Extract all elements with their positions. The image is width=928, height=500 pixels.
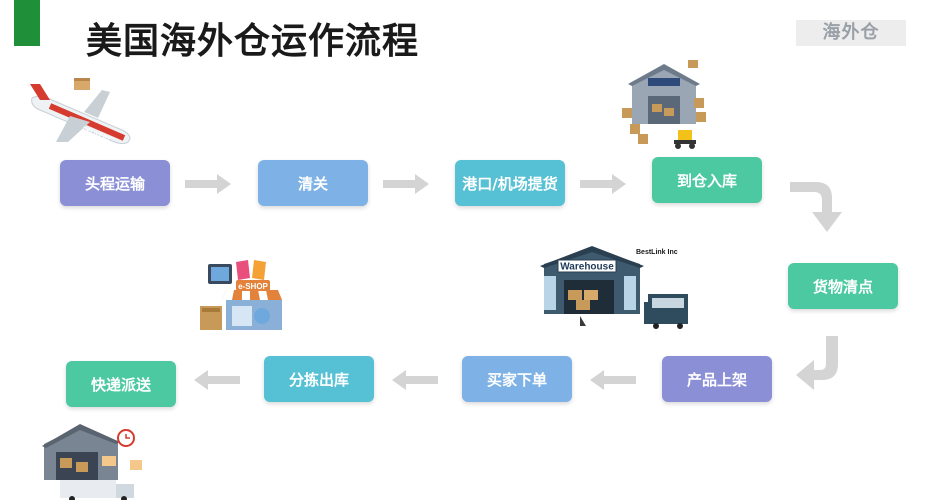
right-arrow-icon bbox=[383, 174, 429, 194]
step-goods-count: 货物清点 bbox=[788, 263, 898, 309]
step-label: 清关 bbox=[297, 174, 328, 193]
bestlink-warehouse-icon: BestLink Inc Warehouse bbox=[540, 246, 688, 329]
step-sorting-outbound: 分拣出库 bbox=[264, 356, 374, 402]
step-port-airport-pickup: 港口/机场提货 bbox=[455, 160, 565, 206]
warehouse-sign-text: Warehouse bbox=[560, 262, 614, 273]
step-label: 到仓入库 bbox=[676, 171, 737, 190]
left-arrow-icon bbox=[194, 370, 240, 390]
step-express-delivery: 快递派送 bbox=[66, 361, 176, 407]
step-label: 产品上架 bbox=[686, 370, 747, 389]
step-buyer-order: 买家下单 bbox=[462, 356, 572, 402]
left-arrow-icon bbox=[590, 370, 636, 390]
bestlink-label: BestLink Inc bbox=[636, 249, 678, 256]
left-arrow-icon bbox=[392, 370, 438, 390]
step-label: 港口/机场提货 bbox=[462, 174, 558, 193]
right-arrow-icon bbox=[580, 174, 626, 194]
step-label: 分拣出库 bbox=[288, 370, 349, 389]
airplane-icon: DELIVERY bbox=[30, 78, 131, 145]
curved-down-left-arrow-icon bbox=[796, 336, 838, 390]
delivery-truck-icon bbox=[42, 424, 142, 500]
warehouse-forklift-icon bbox=[622, 60, 706, 149]
accent-bar bbox=[14, 0, 40, 46]
page-title: 美国海外仓运作流程 bbox=[86, 21, 420, 62]
step-label: 买家下单 bbox=[486, 370, 547, 389]
eshop-storefront-icon: e-SHOP bbox=[200, 260, 282, 330]
step-customs-clearance: 清关 bbox=[258, 160, 368, 206]
step-label: 头程运输 bbox=[84, 174, 145, 193]
step-product-shelving: 产品上架 bbox=[662, 356, 772, 402]
step-label: 货物清点 bbox=[812, 277, 873, 296]
step-first-leg-transport: 头程运输 bbox=[60, 160, 170, 206]
eshop-sign-text: e-SHOP bbox=[238, 282, 268, 291]
step-arrive-warehouse: 到仓入库 bbox=[652, 157, 762, 203]
step-label: 快递派送 bbox=[90, 375, 151, 394]
curved-down-arrow-icon bbox=[790, 182, 842, 232]
right-arrow-icon bbox=[185, 174, 231, 194]
brand-watermark: 海外仓 bbox=[796, 20, 906, 46]
